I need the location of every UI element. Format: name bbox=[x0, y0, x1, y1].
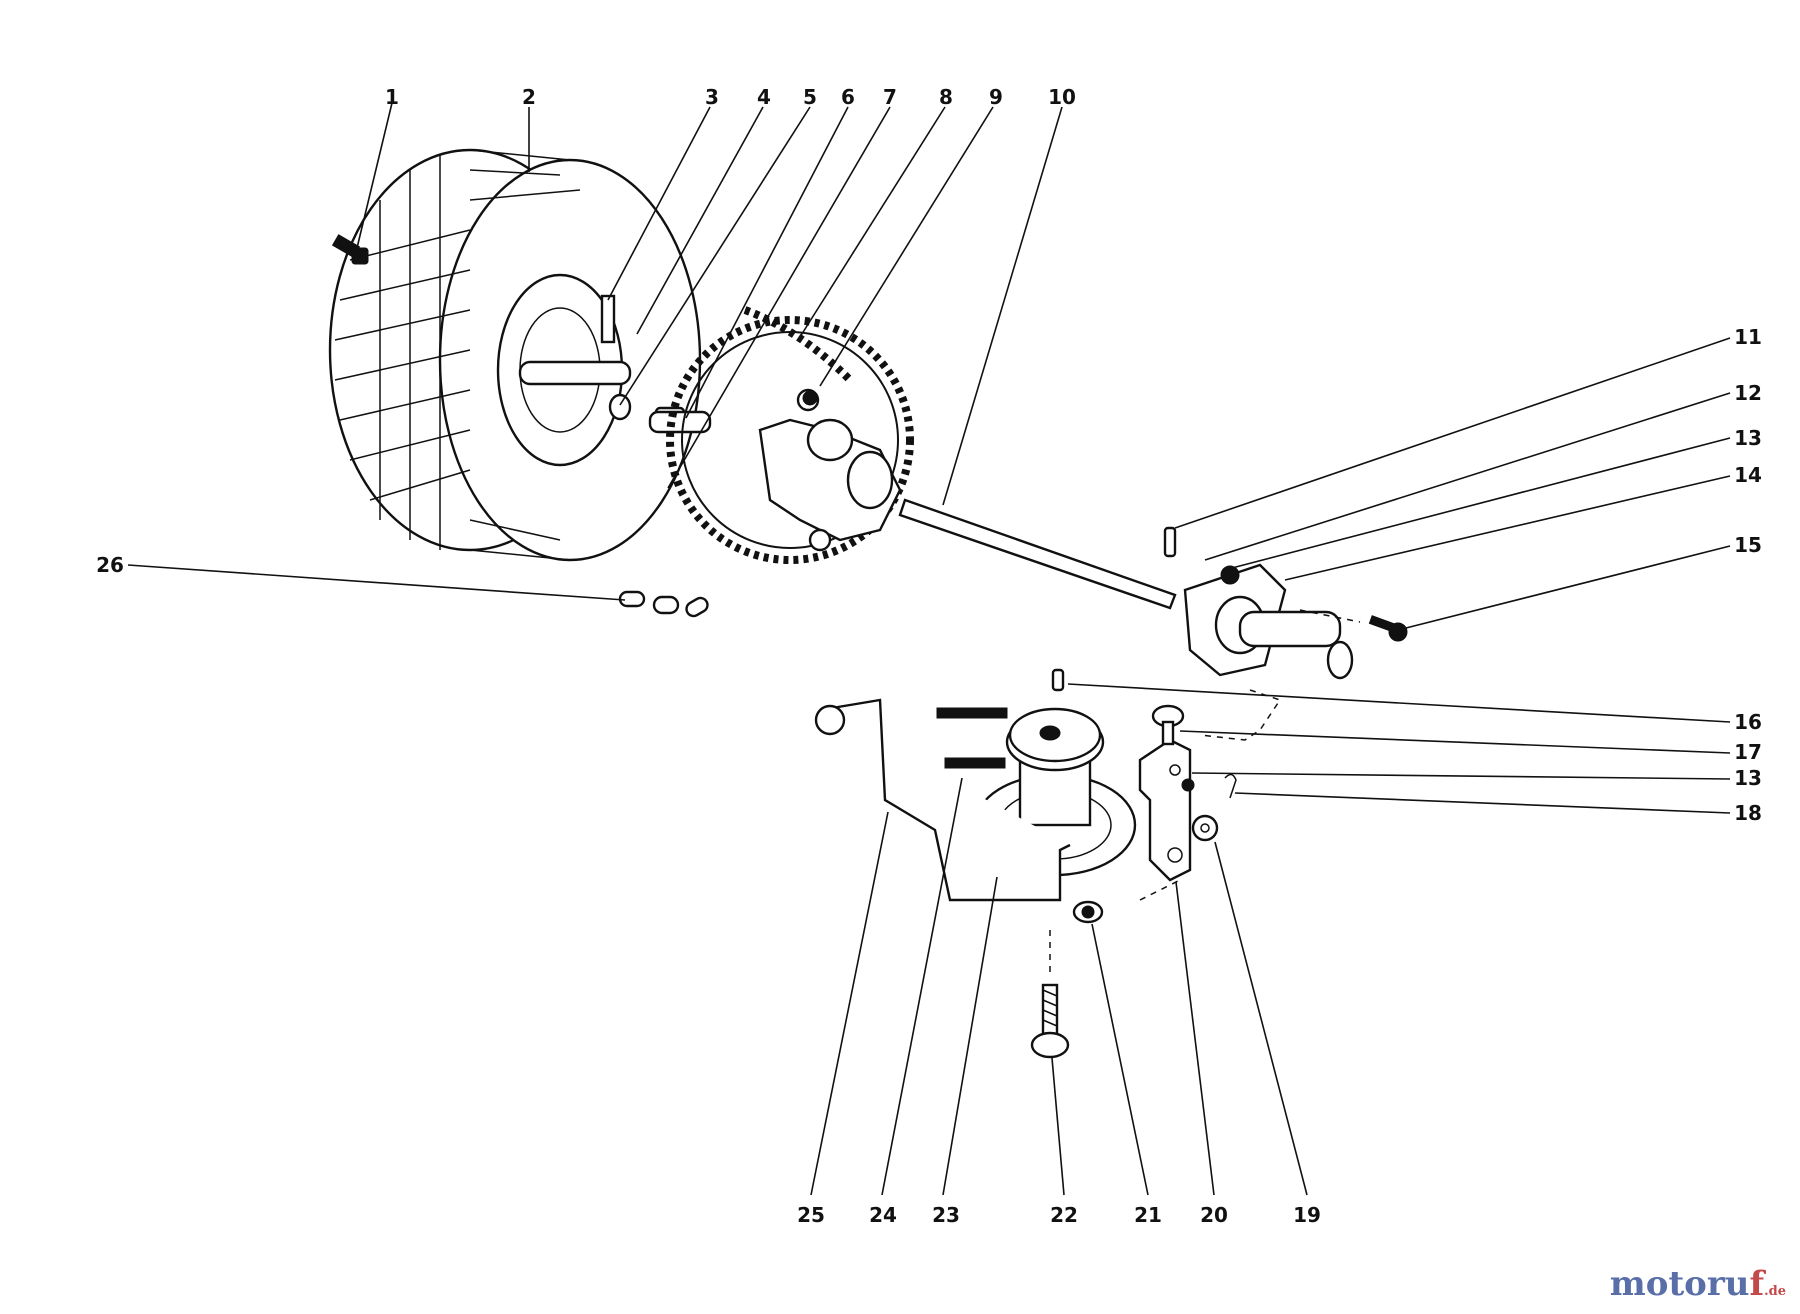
callout-7: 7 bbox=[883, 85, 897, 109]
lug-bolt-part bbox=[331, 234, 369, 265]
pulley-key-part bbox=[1051, 668, 1065, 692]
bracket-part bbox=[1138, 738, 1192, 882]
callout-17: 17 bbox=[1734, 740, 1762, 764]
callout-2: 2 bbox=[522, 85, 536, 109]
watermark-tld: .de bbox=[1764, 1284, 1786, 1299]
cotter-pin-part bbox=[1224, 773, 1237, 799]
callout-labels: 1 2 3 4 5 6 7 8 9 10 11 12 13 14 15 16 1… bbox=[96, 85, 1762, 1227]
washer-part bbox=[1191, 814, 1219, 842]
rod-loop-part bbox=[814, 704, 846, 736]
v-belt-part bbox=[936, 707, 1008, 769]
callout-23: 23 bbox=[932, 1203, 960, 1227]
gearbox-part bbox=[758, 388, 902, 552]
watermark-accent: f bbox=[1749, 1264, 1765, 1304]
callout-24: 24 bbox=[869, 1203, 897, 1227]
callout-5: 5 bbox=[803, 85, 817, 109]
callout-3: 3 bbox=[705, 85, 719, 109]
wheel-tire-part bbox=[328, 148, 702, 562]
callout-25: 25 bbox=[797, 1203, 825, 1227]
leader-lines bbox=[127, 102, 1731, 1196]
callout-1: 1 bbox=[385, 85, 399, 109]
drive-shaft-part bbox=[898, 498, 1177, 610]
callout-13-lower: 13 bbox=[1734, 766, 1762, 790]
watermark-brand: motoru bbox=[1609, 1264, 1750, 1304]
callout-21: 21 bbox=[1134, 1203, 1162, 1227]
callout-18: 18 bbox=[1734, 801, 1762, 825]
hex-nut-part bbox=[1220, 565, 1240, 585]
pulley-bolt-part bbox=[1030, 983, 1070, 1059]
callout-12: 12 bbox=[1734, 381, 1762, 405]
flange-bearing-part bbox=[1183, 563, 1354, 680]
callout-22: 22 bbox=[1050, 1203, 1078, 1227]
idler-rod-part bbox=[819, 698, 1071, 902]
roll-pin-part bbox=[1163, 526, 1177, 558]
callout-4: 4 bbox=[757, 85, 771, 109]
callout-9: 9 bbox=[989, 85, 1003, 109]
carriage-bolt-part bbox=[1151, 704, 1185, 746]
callout-11: 11 bbox=[1734, 325, 1762, 349]
callout-16: 16 bbox=[1734, 710, 1762, 734]
flange-bolt-part bbox=[1368, 615, 1408, 642]
callout-20: 20 bbox=[1200, 1203, 1228, 1227]
callout-19: 19 bbox=[1293, 1203, 1321, 1227]
callout-14: 14 bbox=[1734, 463, 1762, 487]
axle-stub-part bbox=[648, 410, 712, 434]
bolt-hole-guide bbox=[1199, 609, 1361, 741]
callout-6: 6 bbox=[841, 85, 855, 109]
callout-13-upper: 13 bbox=[1734, 426, 1762, 450]
bracket-nut-part bbox=[1181, 778, 1195, 792]
pulley-spacer-part bbox=[1072, 900, 1104, 924]
callout-26: 26 bbox=[96, 553, 124, 577]
callout-15: 15 bbox=[1734, 533, 1762, 557]
bracket-pin-guide bbox=[1139, 879, 1181, 901]
callout-10: 10 bbox=[1048, 85, 1076, 109]
watermark-logo: motoruf.de bbox=[1610, 1264, 1786, 1304]
sprocket-chain-part bbox=[666, 306, 914, 564]
callout-8: 8 bbox=[939, 85, 953, 109]
master-link-part bbox=[618, 590, 709, 618]
